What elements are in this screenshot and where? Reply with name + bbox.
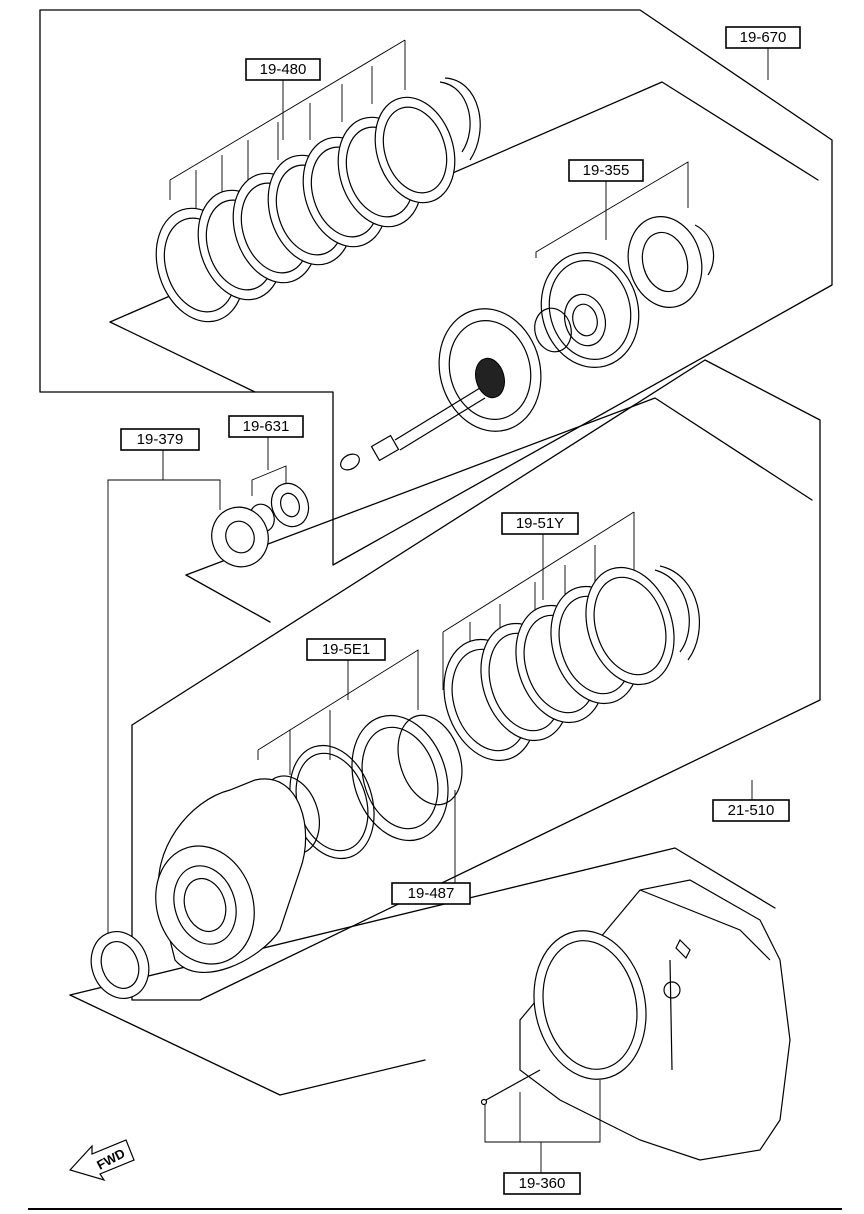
callout-19-5E1-text: 19-5E1 (322, 641, 370, 658)
group-outline-19-670 (39, 9, 833, 566)
callout-19-360-text: 19-360 (519, 1175, 566, 1192)
callout-19-631-text: 19-631 (243, 418, 290, 435)
callout-19-355[interactable]: 19-355 (568, 159, 644, 182)
reverse-drum (155, 778, 307, 973)
thrust-washer-lower (90, 931, 150, 999)
callout-19-5E1[interactable]: 19-5E1 (306, 638, 386, 661)
leader-lines (107, 39, 769, 1173)
callout-21-510-text: 21-510 (728, 802, 775, 819)
transmission-case (519, 879, 791, 1161)
callout-19-355-text: 19-355 (583, 162, 630, 179)
callout-19-670-text: 19-670 (740, 29, 787, 46)
callout-19-670[interactable]: 19-670 (725, 26, 801, 49)
bearing-seal-set-19-631 (249, 482, 310, 533)
callout-19-360[interactable]: 19-360 (503, 1172, 581, 1195)
group-outline-21-510 (131, 359, 821, 1001)
thrust-washer-19-379 (211, 506, 269, 568)
clutch-plate-stack-19-51Y (443, 565, 701, 762)
fwd-arrow-icon: FWD (68, 1139, 135, 1182)
callout-19-379-text: 19-379 (137, 431, 184, 448)
callout-19-487[interactable]: 19-487 (391, 882, 471, 905)
brake-band-pin-19-360 (480, 1069, 541, 1106)
input-shaft-hub (340, 308, 542, 471)
callout-19-51Y-text: 19-51Y (516, 515, 564, 532)
callout-21-510[interactable]: 21-510 (712, 799, 790, 822)
clutch-plate-stack-19-480 (155, 77, 481, 323)
callout-19-379[interactable]: 19-379 (120, 428, 200, 451)
clutch-drum-19-355 (534, 216, 715, 368)
callout-19-480-text: 19-480 (260, 61, 307, 78)
callout-19-631[interactable]: 19-631 (228, 415, 304, 438)
callout-19-480[interactable]: 19-480 (245, 58, 321, 81)
callout-19-487-text: 19-487 (408, 885, 455, 902)
callout-19-51Y[interactable]: 19-51Y (501, 512, 579, 535)
group-outline-19-360 (69, 847, 776, 1096)
